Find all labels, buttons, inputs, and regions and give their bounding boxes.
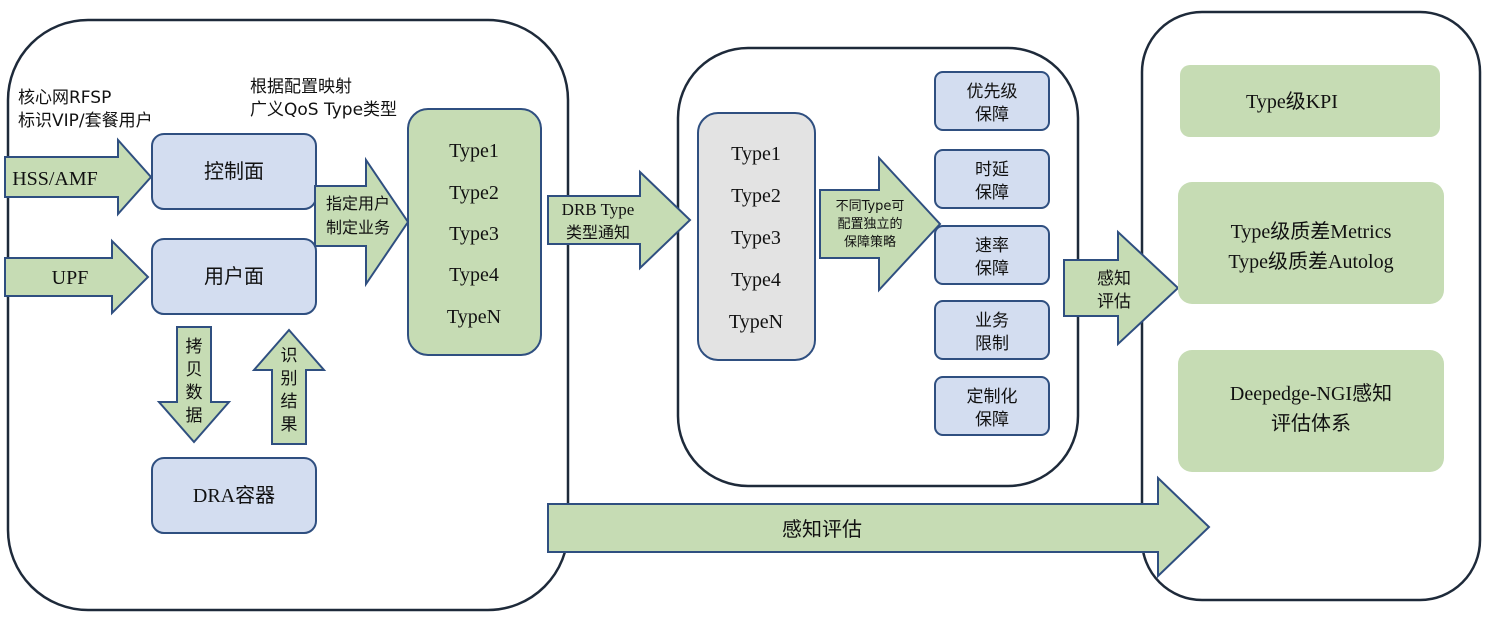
- arrow-perceive-bottom: [547, 475, 1211, 579]
- arrow-drb-line2: 类型通知: [566, 223, 630, 242]
- guarantee-service-limit-line1: 业务: [975, 311, 1009, 331]
- arrow-perceive-small-line2: 评估: [1097, 292, 1131, 312]
- arrow-identify-char-1: 识: [281, 346, 298, 366]
- deepedge-line1: Deepedge-NGI感知: [1230, 382, 1392, 405]
- guarantee-service-limit-line2: 限制: [975, 334, 1009, 354]
- left-type-4: Type4: [449, 264, 499, 286]
- guarantee-latency-line1: 时延: [975, 160, 1009, 180]
- user-plane-label: 用户面: [204, 264, 264, 288]
- middle-type-box: [697, 112, 816, 361]
- guarantee-priority-box: [934, 71, 1050, 131]
- metrics-box: [1178, 182, 1444, 304]
- arrow-upf-label: UPF: [52, 267, 89, 289]
- arrow-policy-line2: 配置独立的: [837, 216, 902, 232]
- arrow-drb-type: [547, 169, 692, 271]
- arrow-identify-char-3: 结: [281, 392, 298, 412]
- arrow-perceive-small-line1: 感知: [1097, 269, 1131, 289]
- left-type-n: TypeN: [447, 306, 501, 328]
- arrow-copy-char-2: 贝: [186, 360, 203, 380]
- dra-container-box: [151, 457, 317, 534]
- annotation-core-rfsp: 核心网RFSP: [18, 88, 111, 108]
- arrow-assign-line2: 制定业务: [326, 218, 390, 237]
- arrow-policy-line1: 不同Type可: [836, 199, 905, 214]
- control-plane-box: [151, 133, 317, 210]
- arrow-policy: [819, 155, 942, 293]
- arrow-identify-char-2: 别: [281, 369, 298, 389]
- arrow-hss-amf: [4, 137, 153, 217]
- arrow-perceive-small: [1063, 229, 1180, 347]
- guarantee-latency-box: [934, 149, 1050, 209]
- arrow-copy-char-3: 数: [186, 383, 203, 403]
- left-type-2: Type2: [449, 182, 499, 204]
- arrow-copy-char-1: 拷: [186, 337, 203, 357]
- arrow-perceive-bottom-label: 感知评估: [782, 517, 862, 541]
- guarantee-custom-line2: 保障: [975, 410, 1009, 430]
- middle-type-2: Type2: [731, 185, 781, 207]
- middle-type-3: Type3: [731, 227, 781, 249]
- arrow-upf: [4, 238, 150, 316]
- left-type-1: Type1: [449, 140, 499, 162]
- metrics-line2: Type级质差Autolog: [1228, 250, 1393, 273]
- guarantee-rate-line1: 速率: [975, 236, 1009, 256]
- guarantee-service-limit-box: [934, 300, 1050, 360]
- deepedge-box: [1178, 350, 1444, 472]
- guarantee-custom-line1: 定制化: [967, 387, 1018, 407]
- arrow-identify-char-4: 果: [281, 415, 298, 435]
- control-plane-label: 控制面: [204, 159, 264, 183]
- middle-type-n: TypeN: [729, 311, 783, 333]
- middle-type-4: Type4: [731, 269, 781, 291]
- arrow-assign-line1: 指定用户: [326, 194, 390, 213]
- kpi-box: [1180, 65, 1440, 137]
- arrow-policy-line3: 保障策略: [844, 234, 896, 250]
- annotation-qos-type: 广义QoS Type类型: [250, 100, 397, 120]
- left-type-box: [407, 108, 542, 356]
- arrow-copy-char-4: 据: [186, 406, 203, 426]
- guarantee-rate-line2: 保障: [975, 259, 1009, 279]
- arrow-assign-user: [314, 156, 410, 288]
- guarantee-priority-line2: 保障: [975, 105, 1009, 125]
- annotation-vip-user: 标识VIP/套餐用户: [18, 111, 153, 131]
- dra-container-label: DRA容器: [193, 484, 275, 507]
- arrow-identify-result: [251, 328, 327, 445]
- arrow-hss-amf-label: HSS/AMF: [12, 168, 98, 190]
- deepedge-line2: 评估体系: [1271, 411, 1351, 435]
- arrow-copy-data: [156, 326, 232, 444]
- guarantee-custom-box: [934, 376, 1050, 436]
- guarantee-latency-line2: 保障: [975, 183, 1009, 203]
- kpi-label: Type级KPI: [1246, 90, 1338, 113]
- user-plane-box: [151, 238, 317, 315]
- annotation-mapping: 根据配置映射: [250, 77, 352, 97]
- arrow-drb-line1: DRB Type: [562, 200, 635, 219]
- guarantee-priority-line1: 优先级: [967, 82, 1018, 102]
- left-type-3: Type3: [449, 223, 499, 245]
- guarantee-rate-box: [934, 225, 1050, 285]
- middle-type-1: Type1: [731, 143, 781, 165]
- metrics-line1: Type级质差Metrics: [1231, 220, 1392, 243]
